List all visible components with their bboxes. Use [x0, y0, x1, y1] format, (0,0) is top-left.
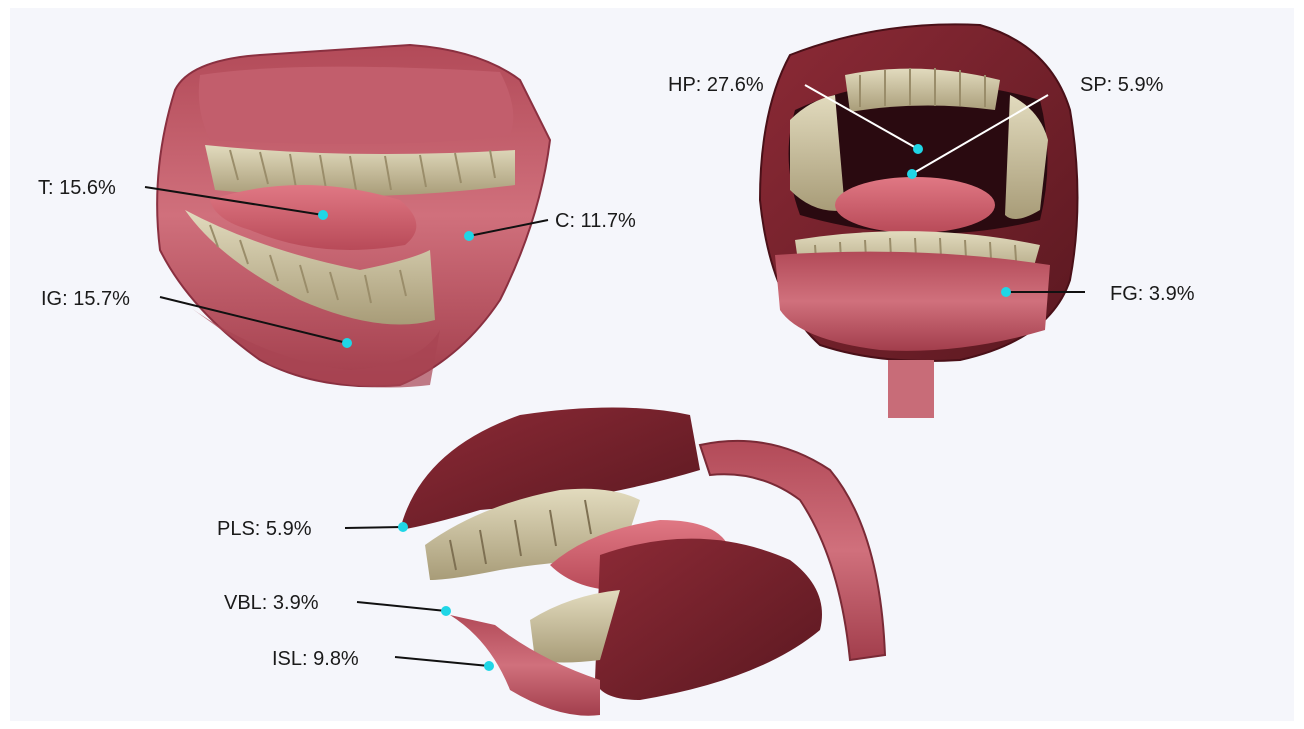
marker-HP	[913, 144, 923, 154]
marker-C	[464, 231, 474, 241]
label-SP: SP: 5.9%	[1080, 74, 1163, 96]
marker-IG	[342, 338, 352, 348]
marker-PLS	[398, 522, 408, 532]
mouth-model-side-view	[157, 45, 550, 388]
label-VBL: VBL: 3.9%	[224, 592, 319, 614]
label-PLS: PLS: 5.9%	[217, 518, 312, 540]
label-FG: FG: 3.9%	[1110, 283, 1194, 305]
marker-FG	[1001, 287, 1011, 297]
label-IG: IG: 15.7%	[41, 288, 130, 310]
label-C: C: 11.7%	[555, 210, 636, 232]
mouth-model-front-view	[760, 24, 1078, 418]
marker-ISL	[484, 661, 494, 671]
marker-VBL	[441, 606, 451, 616]
label-HP: HP: 27.6%	[668, 74, 764, 96]
label-T: T: 15.6%	[38, 177, 116, 199]
marker-SP	[907, 169, 917, 179]
label-ISL: ISL: 9.8%	[272, 648, 359, 670]
marker-T	[318, 210, 328, 220]
mouth-model-lateral-view	[400, 408, 885, 716]
